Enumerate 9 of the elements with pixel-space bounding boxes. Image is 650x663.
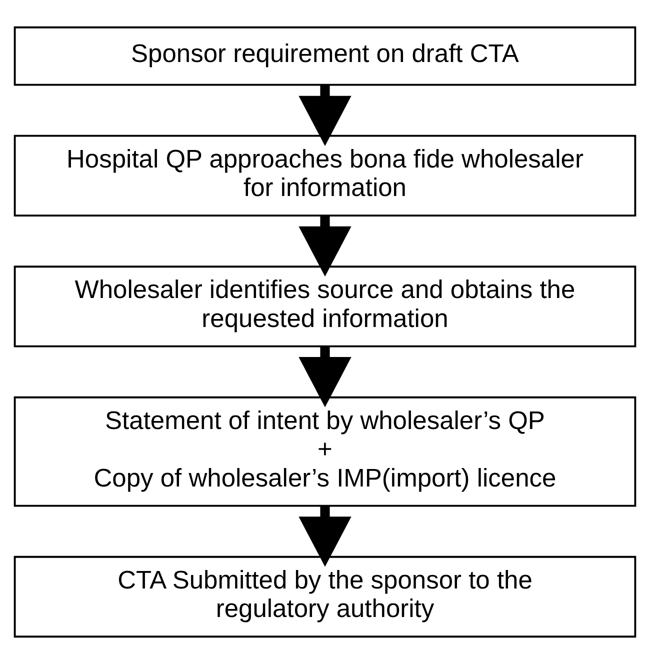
arrow <box>298 84 352 146</box>
arrow <box>298 215 352 276</box>
node-box: CTA Submitted by the sponsor to the regulatory authority <box>14 555 636 638</box>
arrow <box>298 346 352 407</box>
node-box: Sponsor requirement on draft CTA <box>14 26 636 86</box>
arrow <box>298 506 352 566</box>
node-box: Wholesaler identifies source and obtains the requested information <box>14 265 636 347</box>
node-box: Statement of intent by wholesaler’s QP + Copy of wholesaler’s IMP(import) licence <box>14 396 636 506</box>
node-box: Hospital QP approaches bona fide wholesaler for information <box>14 134 636 216</box>
